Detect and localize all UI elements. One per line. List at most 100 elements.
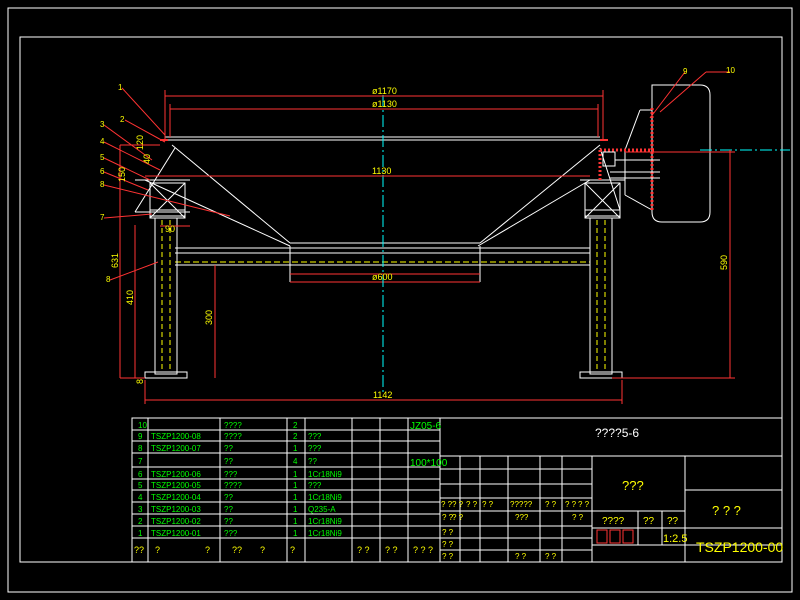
dim-90: 90 <box>165 224 175 234</box>
parts-cell-qty: 2 <box>293 421 298 430</box>
title-block-name: ??? <box>622 478 644 493</box>
dim-410: 410 <box>125 290 135 305</box>
parts-cell-name: ??? <box>224 529 238 538</box>
parts-cell-material: ??? <box>308 444 322 453</box>
parts-cell-qty: 1 <box>293 505 298 514</box>
title-block-text: JZ05-6 100*100 ????5-6 ??? ? ? ? ???? ??… <box>410 421 783 555</box>
parts-cell-no: 9 <box>138 432 143 441</box>
parts-cell-material: 1Cr18Ni9 <box>308 529 342 538</box>
parts-cell-no: 4 <box>138 493 143 502</box>
sign-cell: ? ? <box>442 528 454 537</box>
parts-cell-material: ??? <box>308 432 322 441</box>
parts-cell-material: 1Cr18Ni9 <box>308 470 342 479</box>
sign-cell: ? ? <box>545 552 557 561</box>
parts-cell-no: 6 <box>138 470 143 479</box>
outer-frame <box>7 7 793 593</box>
parts-cell-code: TSZP1200-08 <box>151 432 201 441</box>
material-header: ???? <box>602 516 625 527</box>
balloon-numbers: 1 2 3 4 5 6 8 7 8 9 10 <box>100 66 735 284</box>
dim-40: 40 <box>142 154 152 164</box>
parts-header-cell: ?? <box>134 545 144 555</box>
parts-cell-name: ??? <box>224 470 238 479</box>
parts-header-cell: ?? <box>232 545 242 555</box>
parts-cell-name: ???? <box>224 421 242 430</box>
parts-header-cell: ? <box>155 545 160 555</box>
parts-cell-qty: 1 <box>293 481 298 490</box>
parts-cell-code: TSZP1200-07 <box>151 444 201 453</box>
parts-cell-code: TSZP1200-03 <box>151 505 201 514</box>
revision-cell: ? ? <box>452 513 464 522</box>
parts-cell-name: ?? <box>224 444 233 453</box>
sign-cell: ? ? <box>442 552 454 561</box>
revision-cell: ? ? <box>452 500 464 509</box>
parts-cell-material: Q235-A <box>308 505 336 514</box>
parts-cell-no: 1 <box>138 529 143 538</box>
parts-cell-name: ?? <box>224 493 233 502</box>
parts-cell-no: 8 <box>138 444 143 453</box>
parts-header-cell: ? ? <box>413 545 426 555</box>
balloon-9-left: 8 <box>106 275 111 284</box>
dim-590: 590 <box>719 255 729 270</box>
parts-cell-material: 1Cr18Ni9 <box>308 493 342 502</box>
revision-cell: ? ? <box>578 500 590 509</box>
parts-cell-code: TSZP1200-01 <box>151 529 201 538</box>
parts-cell-no: 2 <box>138 517 143 526</box>
parts-cell-code: TSZP1200-04 <box>151 493 201 502</box>
balloon-6: 6 <box>100 167 105 176</box>
parts-header-cell: ? <box>260 545 265 555</box>
dim-631: 631 <box>110 253 120 268</box>
parts-cell-code: TSZP1200-06 <box>151 470 201 479</box>
dim-300: 300 <box>204 310 214 325</box>
parts-cell-qty: 1 <box>293 470 298 479</box>
parts-cell-code: TSZP1200-02 <box>151 517 201 526</box>
revision-cell: ??? <box>515 513 529 522</box>
revision-cell: ? ? <box>572 513 584 522</box>
balloon-7: 7 <box>100 213 105 222</box>
dim-1130-mid: 1130 <box>372 166 391 176</box>
balloon-3: 3 <box>100 120 105 129</box>
parts-cell-material: ??? <box>308 481 322 490</box>
parts-cell-name: ?? <box>224 517 233 526</box>
sheet-marks <box>596 529 634 544</box>
dimension-text: ø1170 ø1130 1130 ø600 1142 631 410 300 5… <box>110 86 729 400</box>
dimension-lines <box>119 90 735 404</box>
sign-cell: ? ? <box>442 540 454 549</box>
revision-cell: ? ? <box>466 500 478 509</box>
title-block-org: ? ? ? <box>712 503 741 518</box>
parts-header-cell: ? ? <box>385 545 398 555</box>
parts-header-cell: ? ? <box>357 545 370 555</box>
revision-cell: ? ? <box>545 500 557 509</box>
parts-cell-name: ?? <box>224 457 233 466</box>
parts-cell-qty: 1 <box>293 493 298 502</box>
weight-header: ?? <box>667 516 679 527</box>
balloon-4: 4 <box>100 137 105 146</box>
dim-d600: ø600 <box>372 272 393 282</box>
parts-cell-code: TSZP1200-05 <box>151 481 201 490</box>
note-jz: JZ05-6 <box>410 421 442 432</box>
drawing-code: TSZP1200-00 <box>696 539 783 555</box>
dim-1142: 1142 <box>373 390 392 400</box>
drawing-scale: 1:2.5 <box>663 533 687 545</box>
qty-header: ?? <box>643 516 655 527</box>
parts-cell-qty: 2 <box>293 432 298 441</box>
title-block-lines <box>131 417 783 563</box>
parts-cell-no: 3 <box>138 505 143 514</box>
sign-cell: ? ? <box>515 552 527 561</box>
parts-cell-name: ???? <box>224 432 242 441</box>
parts-cell-qty: 1 <box>293 529 298 538</box>
parts-header-cell: ? <box>205 545 210 555</box>
parts-cell-no: 10 <box>138 421 147 430</box>
balloon-10: 10 <box>726 66 735 75</box>
dim-d1130: ø1130 <box>372 99 397 109</box>
parts-cell-qty: 1 <box>293 444 298 453</box>
parts-header-cell: ? <box>428 545 433 555</box>
revision-cell: ? ? <box>565 500 577 509</box>
revision-cell: ? ? <box>441 500 453 509</box>
balloon-1: 1 <box>118 83 123 92</box>
revision-cell: ? ? <box>442 513 454 522</box>
parts-cell-no: 5 <box>138 481 143 490</box>
dim-120: 120 <box>135 135 145 150</box>
dim-8: 8 <box>135 379 145 384</box>
balloon-2: 2 <box>120 115 125 124</box>
